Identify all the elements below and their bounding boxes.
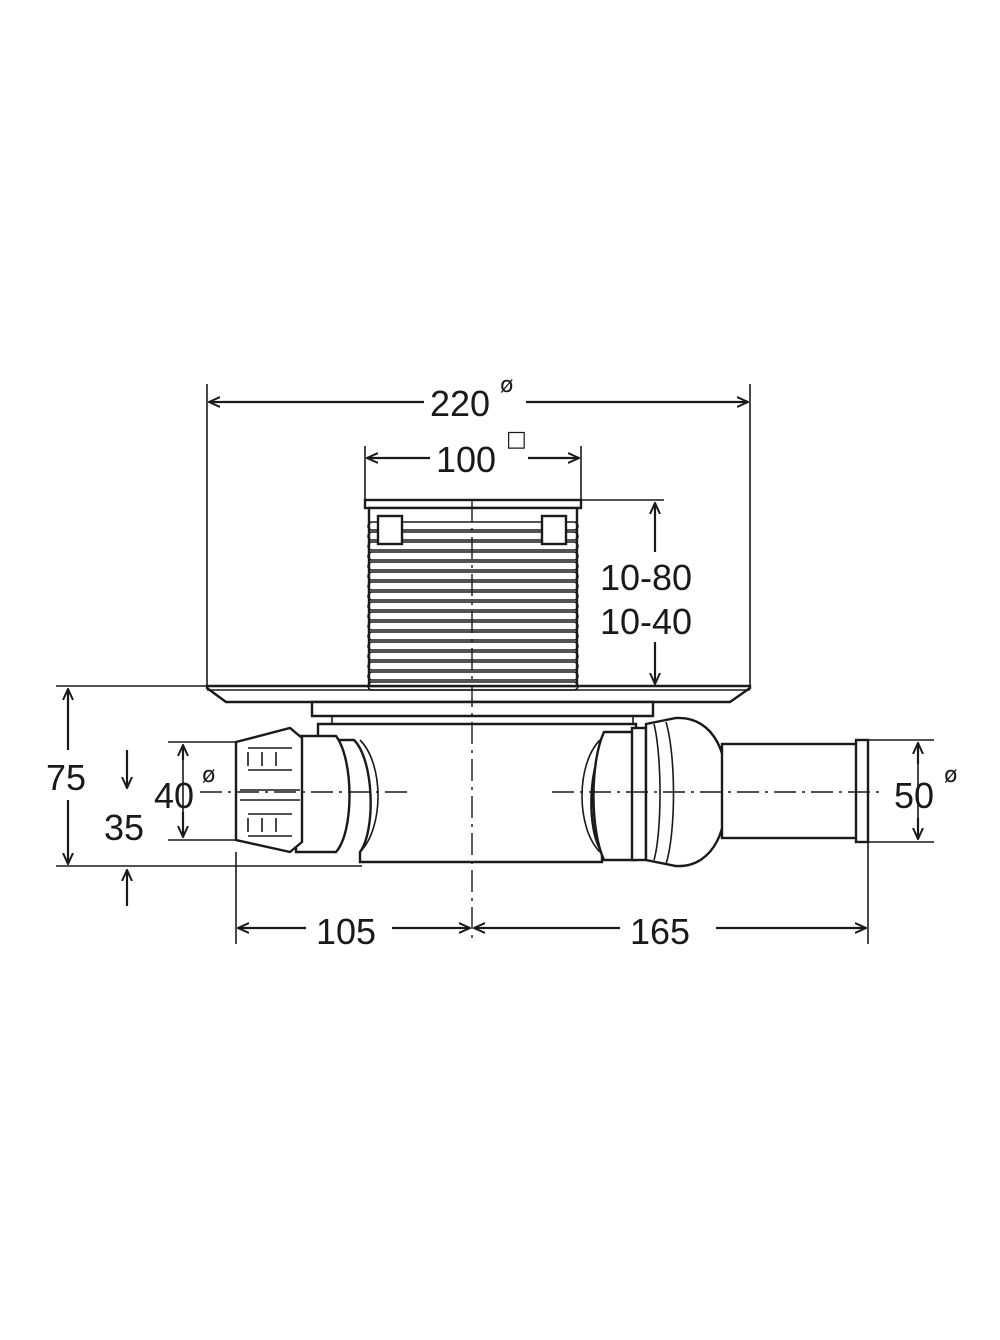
riser-rib — [367, 681, 579, 691]
riser-rib — [367, 531, 579, 541]
diameter-symbol: ø — [944, 763, 957, 788]
grate-plate — [205, 684, 752, 704]
dim-100-label: 100 — [436, 439, 496, 480]
dim-35-label: 35 — [104, 807, 144, 848]
riser-rib — [367, 661, 579, 671]
riser-rib — [367, 641, 579, 651]
riser-rib — [367, 561, 579, 571]
drain-body — [200, 498, 880, 944]
bowl-body — [316, 722, 638, 864]
right-outlet-coupling — [592, 716, 727, 868]
dimension-lines — [68, 402, 918, 928]
dim-40-label: 40 — [154, 775, 194, 816]
flange — [310, 700, 655, 718]
dim-220-label: 220 — [430, 383, 490, 424]
riser-rib — [367, 671, 579, 681]
extension-lines — [56, 384, 934, 944]
riser-rib — [367, 631, 579, 641]
ribbed-riser — [363, 498, 583, 691]
riser-rib — [367, 571, 579, 581]
riser-rib — [367, 521, 579, 531]
dim-75-label: 75 — [46, 757, 86, 798]
riser-rib — [367, 651, 579, 661]
diameter-symbol: ø — [202, 763, 215, 788]
riser-rib — [367, 601, 579, 611]
dim-105-label: 105 — [316, 911, 376, 952]
riser-rib — [367, 581, 579, 591]
riser-rib — [367, 591, 579, 601]
left-union-nut — [234, 726, 304, 854]
right-outlet-pipe — [720, 738, 870, 844]
dimension-labels: 220 ø 100 □ 10-80 10-40 75 35 40 ø 50 ø … — [46, 373, 957, 952]
dim-50-label: 50 — [894, 775, 934, 816]
riser-rib — [367, 611, 579, 621]
riser-rib — [367, 551, 579, 561]
diameter-symbol: ø — [500, 373, 513, 398]
dim-165-label: 165 — [630, 911, 690, 952]
left-outlet-housing — [294, 734, 351, 854]
riser-rib — [367, 621, 579, 631]
dim-10-80-label: 10-80 — [600, 557, 692, 598]
square-symbol: □ — [506, 427, 527, 452]
riser-rib — [367, 541, 579, 551]
dim-10-40-label: 10-40 — [600, 601, 692, 642]
